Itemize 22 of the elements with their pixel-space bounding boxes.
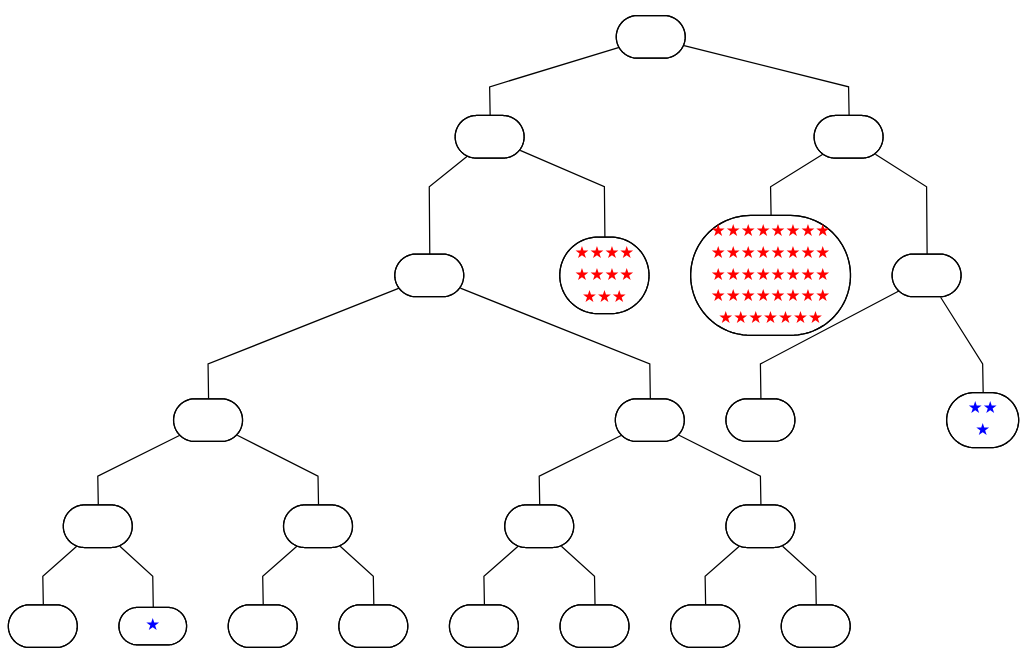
connector bbox=[97, 434, 181, 506]
connector bbox=[119, 545, 154, 609]
connector bbox=[483, 545, 519, 606]
connector bbox=[339, 545, 375, 606]
connector bbox=[704, 545, 740, 606]
connector bbox=[678, 434, 762, 506]
connector bbox=[538, 434, 623, 506]
connector bbox=[207, 287, 400, 400]
connector bbox=[769, 153, 824, 217]
connector bbox=[560, 545, 596, 606]
connector bbox=[459, 287, 651, 400]
connector bbox=[940, 296, 984, 394]
connector bbox=[428, 155, 468, 256]
connector bbox=[759, 290, 900, 400]
connector bbox=[781, 545, 817, 606]
connector bbox=[683, 45, 850, 117]
connector bbox=[519, 149, 606, 239]
connector bbox=[874, 153, 928, 256]
connector bbox=[42, 545, 78, 606]
connector bbox=[236, 434, 320, 506]
connector bbox=[489, 46, 620, 117]
connector bbox=[262, 545, 298, 606]
